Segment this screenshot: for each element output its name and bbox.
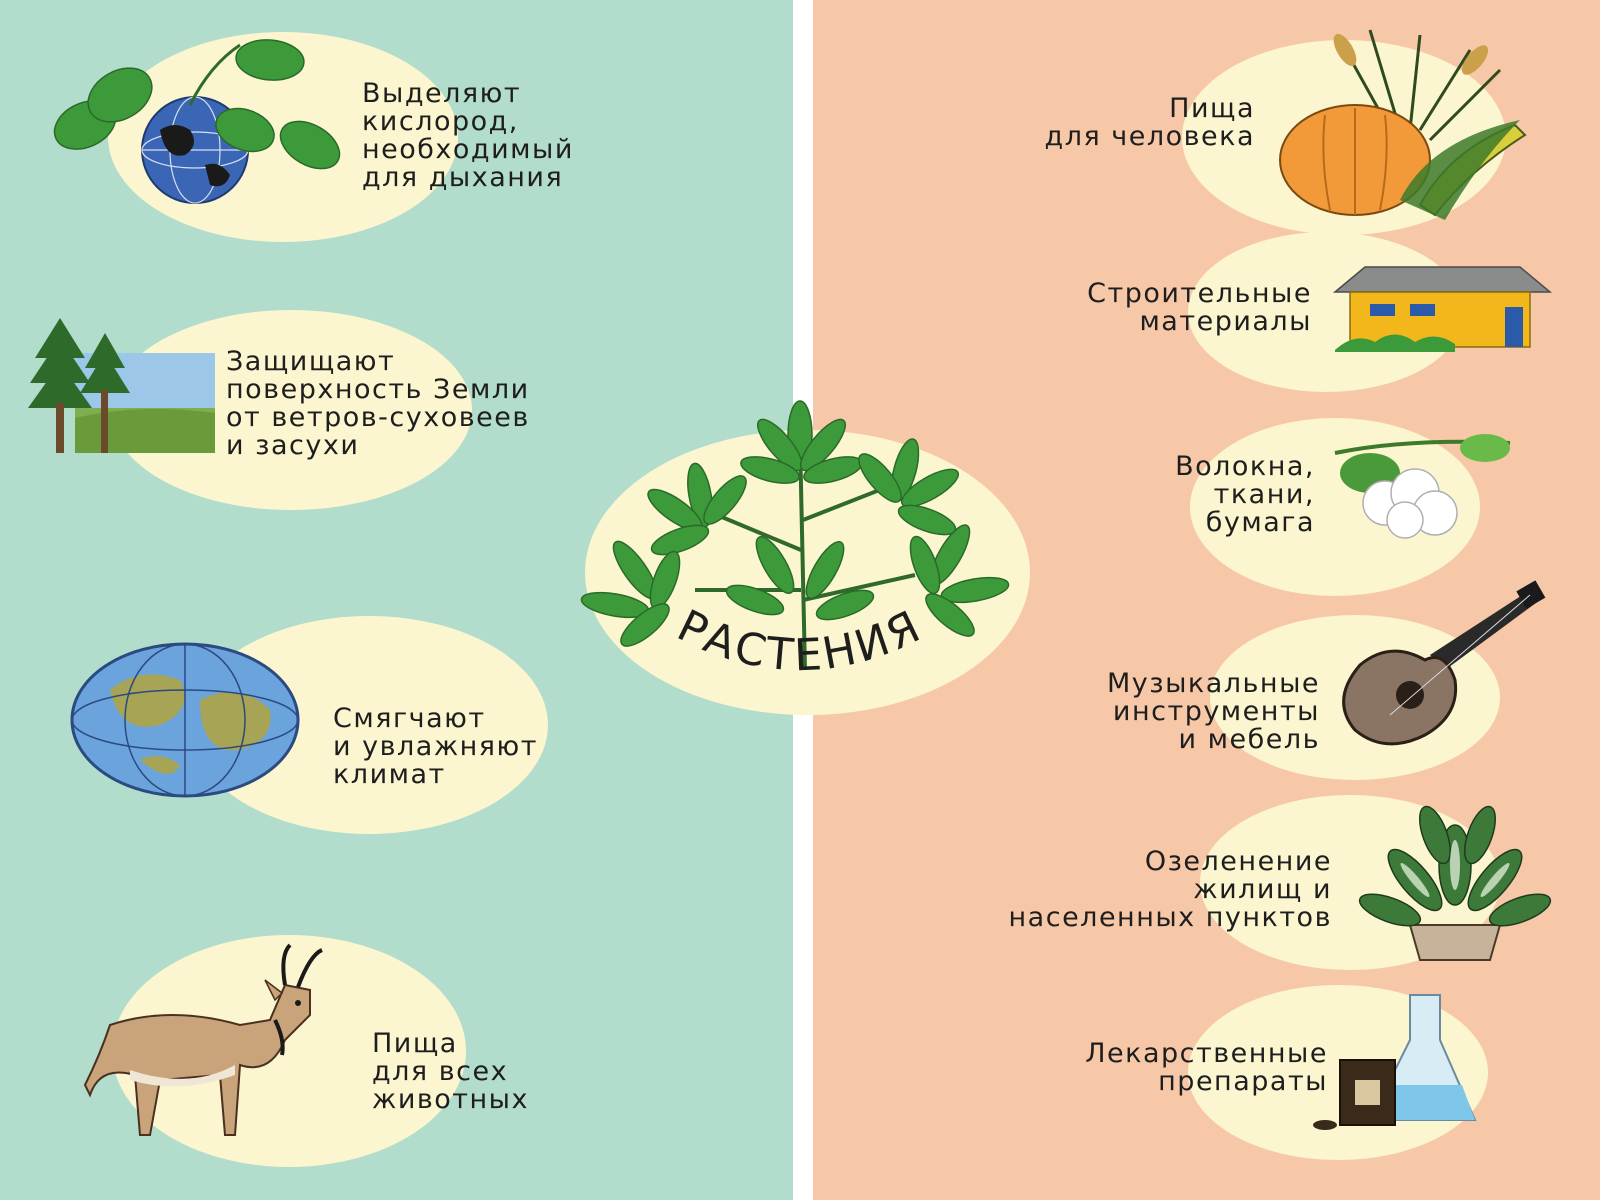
guitar-icon <box>1342 580 1546 746</box>
cotton-icon <box>1334 434 1511 539</box>
potted-plant-icon <box>1358 805 1552 961</box>
label-animal-food: Пища для всех животных <box>372 1028 529 1115</box>
central-plant-icon <box>580 400 1010 671</box>
label-medicine: Лекарственные препараты <box>1085 1038 1328 1097</box>
globe-icon <box>70 642 300 798</box>
central-label-arc: РАСТЕНИЯ <box>670 600 931 681</box>
label-protection: Защищают поверхность Земли от ветров-сух… <box>226 346 530 461</box>
label-climate: Смягчают и увлажняют климат <box>333 703 538 790</box>
label-building: Строительные материалы <box>1087 278 1312 337</box>
house-icon <box>1332 266 1553 352</box>
globe-with-leaves-icon <box>53 39 341 204</box>
label-fibers: Волокна, ткани, бумага <box>1175 451 1315 538</box>
label-greening: Озеленение жилищ и населенных пунктов <box>1008 846 1332 933</box>
antelope-icon <box>83 943 323 1136</box>
medicine-flask-icon <box>1313 994 1477 1130</box>
label-human-food: Пища для человека <box>1044 93 1255 152</box>
pumpkin-corn-icon <box>1279 29 1527 220</box>
svg-text:РАСТЕНИЯ: РАСТЕНИЯ <box>670 600 931 681</box>
central-label: РАСТЕНИЯ <box>670 600 928 681</box>
forest-landscape-icon <box>28 318 215 453</box>
label-instruments: Музыкальные инструменты и мебель <box>1106 668 1320 755</box>
label-oxygen: Выделяют кислород, необходимый для дыхан… <box>362 78 574 193</box>
